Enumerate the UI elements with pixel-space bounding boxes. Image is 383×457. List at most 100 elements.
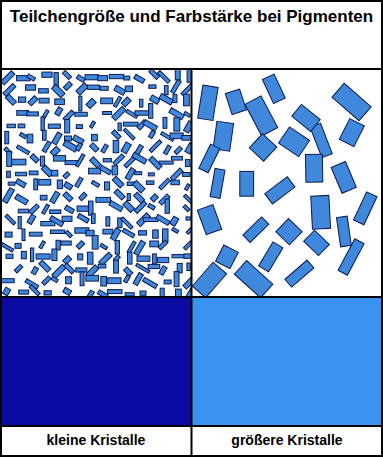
crystal (76, 83, 89, 96)
crystal (76, 125, 82, 129)
crystal (114, 85, 126, 95)
crystal (5, 131, 9, 143)
crystal (176, 289, 182, 297)
crystal (26, 85, 36, 90)
crystal (243, 217, 269, 243)
crystal (51, 276, 58, 282)
crystal (2, 287, 10, 296)
crystal (262, 74, 285, 103)
crystal (61, 241, 71, 245)
crystal (29, 285, 40, 296)
crystal (170, 216, 179, 226)
crystal (143, 120, 158, 132)
crystal (149, 85, 156, 88)
crystal (125, 86, 132, 92)
crystal (55, 107, 63, 116)
crystal (187, 263, 190, 271)
crystal (64, 263, 75, 274)
crystal (39, 89, 49, 93)
crystal (149, 103, 153, 118)
crystal (186, 228, 191, 235)
crystal (42, 204, 50, 214)
crystal (107, 278, 121, 284)
crystal (30, 154, 39, 163)
crystal (41, 117, 44, 131)
crystal (100, 165, 112, 175)
crystal (121, 142, 131, 154)
crystal (143, 277, 158, 288)
crystal (135, 172, 142, 175)
crystal (79, 96, 82, 111)
crystal (66, 277, 72, 284)
crystal (27, 74, 36, 81)
crystal (100, 244, 108, 250)
crystal (63, 287, 72, 295)
crystal (123, 128, 135, 140)
crystal (245, 96, 278, 136)
crystal (101, 98, 113, 104)
crystal (123, 122, 138, 126)
crystal (109, 74, 124, 78)
crystal (174, 272, 179, 287)
crystal (134, 74, 145, 83)
crystal (331, 162, 356, 194)
crystal (98, 264, 106, 268)
crystal (62, 70, 71, 79)
crystal (16, 172, 27, 176)
crystal (304, 230, 330, 256)
crystal (92, 214, 96, 224)
crystal (19, 290, 29, 294)
crystal (128, 252, 132, 264)
crystal (305, 154, 322, 182)
crystal (103, 229, 113, 234)
crystal (265, 177, 295, 204)
crystal (137, 256, 150, 261)
crystal (165, 199, 169, 213)
crystal (27, 134, 33, 143)
crystal (149, 70, 160, 80)
crystal (7, 124, 15, 128)
crystal (53, 156, 65, 162)
crystal (159, 266, 167, 276)
crystal (121, 217, 133, 229)
crystal (110, 228, 121, 241)
crystal (63, 140, 78, 152)
crystal (76, 241, 85, 250)
crystal (132, 180, 145, 193)
crystal (121, 97, 131, 107)
crystal (113, 154, 125, 166)
crystal (57, 180, 62, 189)
crystal (15, 179, 26, 188)
crystal (98, 76, 108, 81)
crystal (156, 214, 171, 225)
crystal (174, 146, 182, 154)
crystal (42, 72, 52, 77)
crystal (113, 141, 119, 153)
crystal (140, 99, 143, 107)
crystal (96, 197, 111, 202)
crystal (186, 217, 191, 220)
crystal (40, 156, 44, 166)
crystal (21, 251, 26, 258)
crystal (87, 252, 93, 264)
crystal (34, 179, 38, 190)
crystal (77, 206, 88, 211)
crystal (157, 70, 170, 83)
crystal (159, 161, 173, 164)
crystal (183, 277, 191, 289)
crystal (184, 254, 191, 258)
crystal (50, 191, 60, 204)
crystal (90, 143, 99, 152)
crystal (28, 96, 38, 106)
crystal (216, 245, 239, 269)
crystal (55, 99, 65, 105)
crystal (39, 260, 51, 272)
crystal (149, 140, 162, 153)
crystal (173, 94, 177, 102)
small-crystals (2, 70, 191, 297)
crystal (148, 264, 160, 268)
crystal (163, 145, 171, 155)
crystal (12, 159, 26, 165)
crystal (175, 70, 180, 80)
